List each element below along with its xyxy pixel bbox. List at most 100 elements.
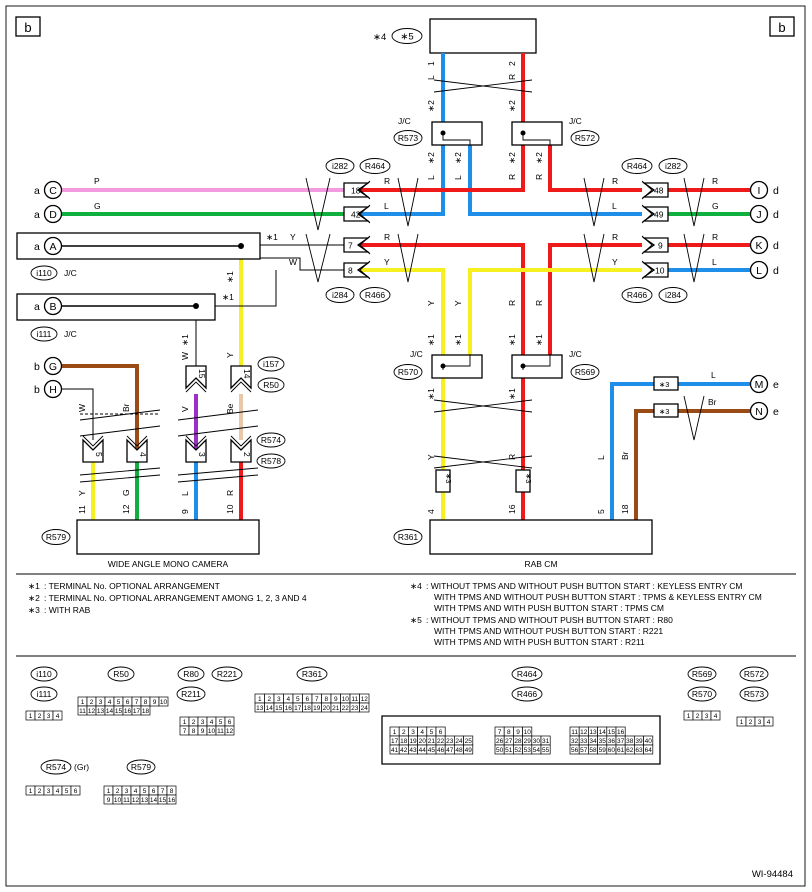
cv-r574-suffix: (Gr) — [74, 762, 89, 772]
cv-r570: R570 — [692, 689, 713, 699]
wire-red-to-48 — [548, 145, 642, 192]
pin-cell-number: 11 — [123, 797, 130, 804]
term-48 — [641, 182, 669, 198]
pin-cell-number: 8 — [507, 729, 511, 736]
term-15-num: 15 — [197, 369, 207, 379]
pin-cell-number: 19 — [313, 705, 321, 712]
term-8 — [343, 262, 371, 278]
pin-cell-number: 2 — [696, 713, 700, 720]
pin-cell-number: 45 — [428, 747, 436, 754]
vlbl-cam-12: 12 — [121, 504, 131, 514]
term-42 — [343, 206, 371, 222]
jc-r569-dot — [520, 363, 526, 369]
jc-r572-label: J/C — [569, 116, 582, 126]
mark-b: ∗1 — [222, 292, 234, 302]
pin-cell-number: 16 — [285, 705, 293, 712]
jc-r570 — [431, 354, 483, 379]
pin-cell — [224, 725, 235, 736]
vlbl-rab-4: 4 — [426, 509, 436, 514]
pin-cell-number: 12 — [88, 708, 96, 715]
pin-cell — [643, 744, 654, 755]
oval-r464-right — [621, 158, 653, 174]
oval-r578 — [256, 453, 286, 469]
vlbl-2-top: 2 — [507, 61, 517, 66]
cv-oval-r569 — [687, 666, 717, 682]
cv-r574: R574 — [46, 762, 67, 772]
pin-cell-number: 18 — [304, 705, 312, 712]
pin-cell-number: 13 — [256, 705, 264, 712]
rab-box-yellow — [435, 469, 451, 493]
pin-cell-number: 4 — [210, 719, 214, 726]
note-1-text: : TERMINAL No. OPTIONAL ARRANGEMENT — [44, 581, 220, 591]
vlbl-m1-569c: ∗1 — [507, 388, 517, 400]
jc-i110-dot — [238, 243, 244, 249]
jc-r570-dot — [440, 363, 446, 369]
twist-left-b — [397, 177, 419, 227]
pin-cell-number: 62 — [626, 747, 634, 754]
rab-box-red — [515, 469, 531, 493]
off-page-right: I d J d K d L d M e N e — [749, 180, 779, 421]
pin-cell-number: 64 — [645, 747, 653, 754]
code-r466-right: R466 — [627, 290, 648, 300]
pin-cell-number: 11 — [217, 728, 224, 735]
jc-r569 — [511, 354, 563, 379]
pin-cell-number: 12 — [361, 696, 369, 703]
pin-cell-number: 18 — [400, 738, 408, 745]
pin-cell-number: 12 — [226, 728, 234, 735]
vlbl-y-570a: Y — [426, 300, 436, 306]
term-49 — [641, 206, 669, 222]
pin-cell-number: 61 — [617, 747, 625, 754]
offpage-right-l-circle — [749, 260, 769, 280]
jc-r572-code: R572 — [575, 133, 596, 143]
pin-cell-number: 58 — [589, 747, 597, 754]
offpage-right-i-sheet: d — [773, 185, 779, 197]
offpage-left-g-letter: G — [49, 361, 57, 373]
pin-cell-number: 43 — [409, 747, 417, 754]
cv-oval-r211 — [176, 686, 206, 702]
vlbl-br-g: Br — [121, 403, 131, 412]
term-right-chevrons — [641, 180, 653, 280]
lbl-p: P — [94, 176, 100, 186]
jc-r570-label: J/C — [410, 349, 423, 359]
pin-cell-number: 1 — [107, 788, 111, 795]
pin-cell-number: 2 — [402, 729, 406, 736]
pin-cell-number: 6 — [439, 729, 443, 736]
pin-cell-number: 3 — [99, 699, 103, 706]
vlbl-m2-573a: ∗2 — [426, 152, 436, 164]
pin-cell-number: 18 — [142, 708, 150, 715]
cv-oval-r572 — [739, 666, 769, 682]
cv-oval-r361 — [296, 666, 328, 682]
note-5-line-3: WITH TPMS AND WITH PUSH BUTTON START : R… — [434, 637, 645, 647]
pin-cell-number: 4 — [108, 699, 112, 706]
offpage-left-g-sheet: b — [34, 361, 40, 373]
pin-cell — [710, 710, 721, 721]
note-3-text: : WITH RAB — [44, 605, 91, 615]
offpage-left-b-circle — [43, 296, 63, 316]
oval-i157 — [257, 356, 285, 372]
pin-cell-number: 4 — [56, 788, 60, 795]
vlbl-cam-10: 10 — [225, 504, 235, 514]
offpage-left-c-sheet: a — [34, 185, 40, 197]
cv-oval-r570 — [687, 686, 717, 702]
pin-cell-number: 26 — [496, 738, 504, 745]
offpage-right-i-letter: I — [758, 185, 761, 197]
term-5-num: 5 — [94, 452, 104, 457]
jc-i110-code-oval — [30, 265, 58, 281]
pin-cell-number: 6 — [152, 788, 156, 795]
oval-i284-left — [325, 287, 355, 303]
jc-r570-code-oval — [393, 364, 423, 380]
pin-cell-number: 9 — [516, 729, 520, 736]
offpage-left-b-sheet: a — [34, 301, 40, 313]
note-2-mark: ∗2 — [28, 593, 40, 603]
wire-blue-rab-5-to-m — [610, 382, 751, 520]
term-7 — [343, 237, 371, 253]
pin-cell-number: 53 — [524, 747, 532, 754]
vlbl-m1-569a: ∗1 — [507, 334, 517, 346]
pin-cell-number: 16 — [168, 797, 176, 804]
camera-box — [76, 519, 260, 555]
pin-cell-number: 10 — [114, 797, 122, 804]
page-letter-right: b — [778, 20, 785, 35]
oval-r466-right — [621, 287, 653, 303]
cv-r464: R464 — [517, 669, 538, 679]
